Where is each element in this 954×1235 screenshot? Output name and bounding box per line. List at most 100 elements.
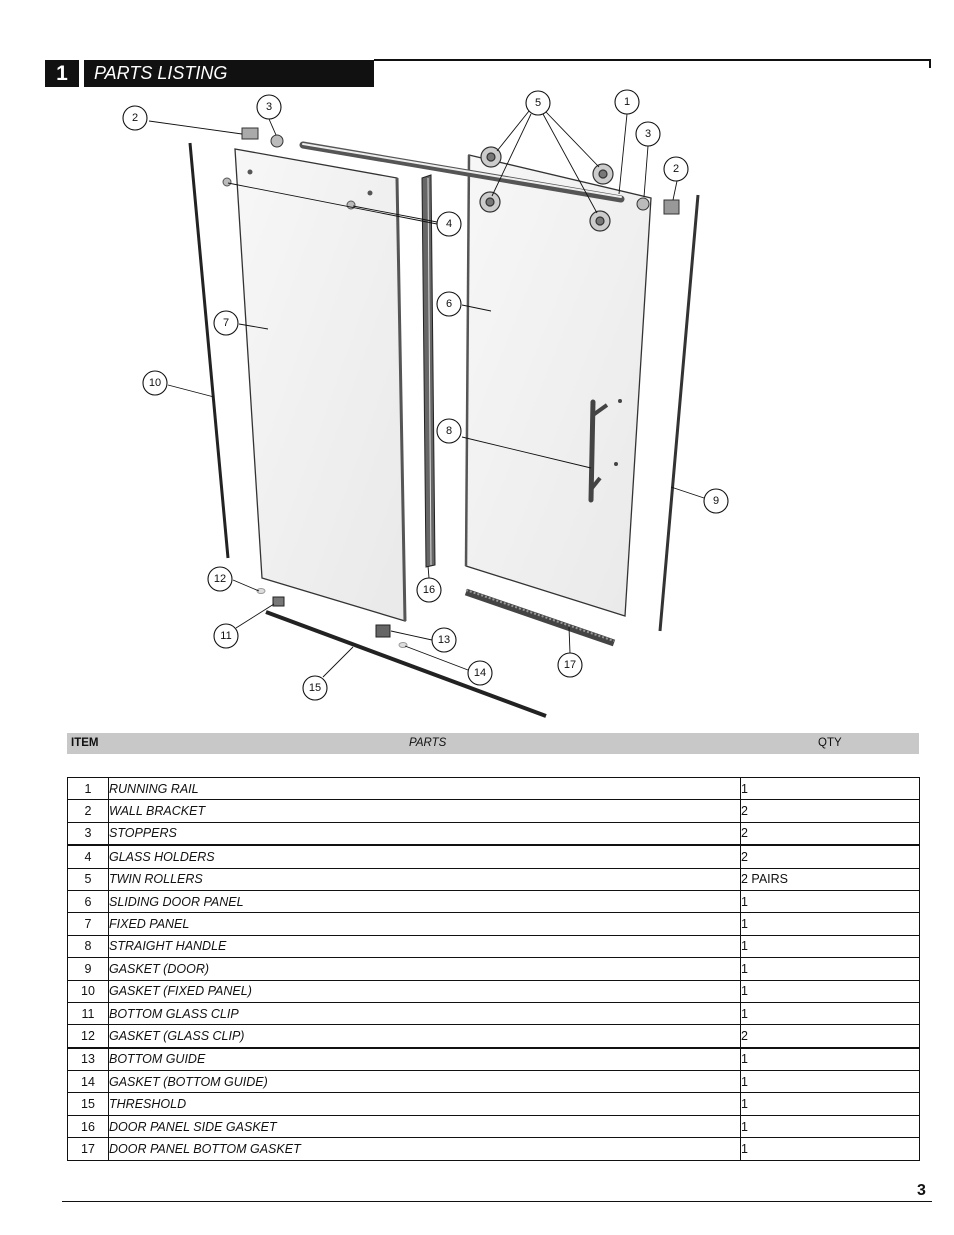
- part-qty: 1: [740, 1046, 920, 1072]
- part-qty: 1: [740, 957, 920, 981]
- part-qty: 1: [740, 889, 920, 914]
- svg-text:6: 6: [446, 298, 452, 310]
- part-name: RUNNING RAIL: [108, 776, 741, 801]
- svg-text:3: 3: [266, 101, 272, 113]
- callout-9: 9: [703, 488, 729, 514]
- part-name: GASKET (FIXED PANEL): [108, 979, 741, 1003]
- item-number: 10: [67, 979, 109, 1003]
- stopper: [636, 197, 650, 211]
- callout-2a: 2: [122, 105, 148, 131]
- item-number: 2: [67, 799, 109, 823]
- item-number: 6: [67, 889, 109, 914]
- item-number: 17: [67, 1137, 109, 1161]
- part-qty: 1: [740, 776, 920, 801]
- callout-10: 10: [142, 370, 168, 396]
- svg-text:2: 2: [132, 112, 138, 124]
- twin-rollers: [479, 146, 614, 232]
- part-qty: 2: [740, 821, 920, 846]
- wall-bracket: [663, 199, 680, 215]
- section-rule: [374, 59, 930, 61]
- item-number: 15: [67, 1092, 109, 1116]
- part-qty: 1: [740, 979, 920, 1003]
- header-item: ITEM: [71, 737, 99, 749]
- leader-lines: [148, 110, 705, 678]
- item-number: 5: [67, 867, 109, 891]
- sliding-door-panel: [465, 154, 652, 617]
- part-name: DOOR PANEL SIDE GASKET: [108, 1114, 741, 1139]
- item-number: 14: [67, 1070, 109, 1094]
- svg-text:3: 3: [645, 128, 651, 140]
- callout-15: 15: [302, 675, 328, 701]
- part-qty: 1: [740, 1001, 920, 1026]
- exploded-parts-diagram: 2 3 5 1 3 2 4 6 7 10 8 9 12 16 11 13 14 …: [122, 89, 729, 718]
- part-name: GASKET (DOOR): [108, 957, 741, 981]
- header-qty: QTY: [818, 737, 842, 749]
- part-name: FIXED PANEL: [108, 912, 741, 936]
- item-number: 13: [67, 1046, 109, 1072]
- callout-6: 6: [436, 291, 462, 317]
- door-panel-bottom-gasket: [464, 588, 616, 647]
- part-name: THRESHOLD: [108, 1092, 741, 1116]
- callout-13: 13: [431, 627, 457, 653]
- item-number: 16: [67, 1114, 109, 1139]
- part-name: GASKET (BOTTOM GUIDE): [108, 1070, 741, 1094]
- callout-7: 7: [213, 310, 239, 336]
- svg-text:14: 14: [474, 667, 486, 679]
- fixed-panel-gasket: [188, 142, 230, 559]
- callout-3b: 3: [635, 121, 661, 147]
- bottom-glass-clip: [272, 596, 285, 607]
- svg-text:17: 17: [564, 659, 576, 671]
- svg-text:10: 10: [149, 377, 161, 389]
- part-qty: 1: [740, 1114, 920, 1139]
- callout-11: 11: [213, 623, 239, 649]
- svg-text:2: 2: [673, 163, 679, 175]
- callout-5: 5: [525, 90, 551, 116]
- part-qty: 1: [740, 1070, 920, 1094]
- part-name: STRAIGHT HANDLE: [108, 934, 741, 959]
- glass-clip-gasket: [256, 588, 266, 594]
- part-name: DOOR PANEL BOTTOM GASKET: [108, 1137, 741, 1161]
- part-qty: 2 PAIRS: [740, 867, 920, 891]
- callout-1: 1: [614, 89, 640, 115]
- door-panel-side-gasket: [421, 174, 436, 568]
- svg-text:13: 13: [438, 634, 450, 646]
- section-rule-end: [929, 59, 931, 68]
- callout-14: 14: [467, 660, 493, 686]
- part-name: GLASS HOLDERS: [108, 844, 741, 869]
- straight-handle: [588, 399, 596, 503]
- item-number: 8: [67, 934, 109, 959]
- item-number: 11: [67, 1001, 109, 1026]
- page-number: 3: [917, 1182, 926, 1199]
- item-number: 4: [67, 844, 109, 869]
- stopper: [270, 134, 284, 148]
- callout-2b: 2: [663, 156, 689, 182]
- part-name: GASKET (GLASS CLIP): [108, 1024, 741, 1049]
- callout-16: 16: [416, 577, 442, 603]
- part-qty: 2: [740, 844, 920, 869]
- part-qty: 1: [740, 934, 920, 959]
- glass-holder: [222, 177, 232, 187]
- svg-text:11: 11: [220, 630, 231, 642]
- section-title: PARTS LISTING: [84, 60, 374, 87]
- svg-text:8: 8: [446, 425, 452, 437]
- part-name: BOTTOM GLASS CLIP: [108, 1001, 741, 1026]
- wall-bracket: [241, 127, 259, 140]
- part-qty: 1: [740, 1137, 920, 1161]
- part-qty: 2: [740, 799, 920, 823]
- callout-4: 4: [436, 211, 462, 237]
- callout-8: 8: [436, 418, 462, 444]
- svg-text:15: 15: [309, 682, 321, 694]
- item-number: 3: [67, 821, 109, 846]
- item-number: 7: [67, 912, 109, 936]
